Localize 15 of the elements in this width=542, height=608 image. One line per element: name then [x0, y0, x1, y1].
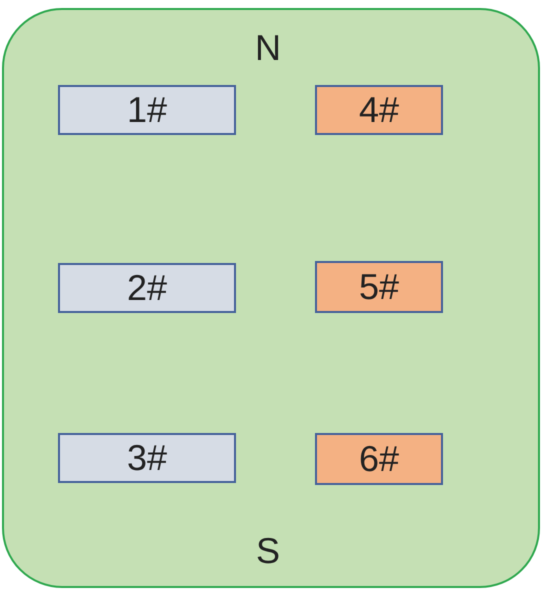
- compass-label: N: [255, 30, 281, 66]
- building-number: 2#: [126, 270, 168, 306]
- building-block: [58, 433, 236, 483]
- building-block: [315, 85, 443, 135]
- building-block: [315, 261, 443, 313]
- building-number: 4#: [358, 92, 400, 128]
- building-block: [58, 263, 236, 313]
- building-block: [315, 433, 443, 485]
- building-number: 6#: [358, 441, 400, 477]
- compass-label: S: [256, 533, 280, 569]
- building-block: [58, 85, 236, 135]
- site-area: [2, 8, 540, 588]
- building-number: 1#: [126, 92, 168, 128]
- building-number: 5#: [358, 269, 400, 305]
- building-number: 3#: [126, 440, 168, 476]
